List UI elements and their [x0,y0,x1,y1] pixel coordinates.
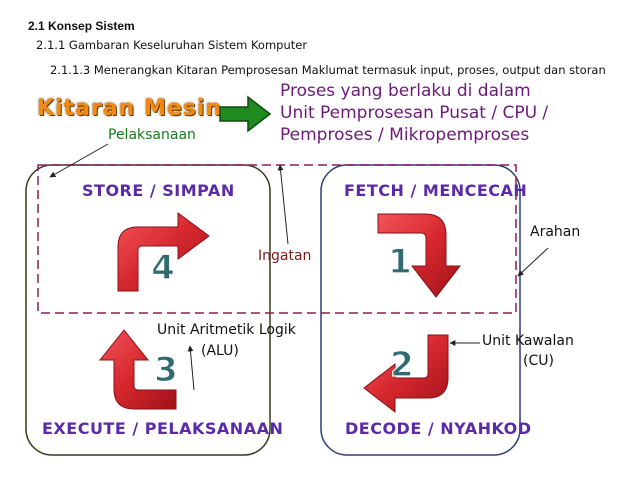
stage-label-execute: EXECUTE / PELAKSANAAN [42,419,284,438]
right-cycle-box [320,164,521,456]
description-line-1: Proses yang berlaku di dalam [280,81,531,101]
description-line-2: Unit Pemprosesan Pusat / CPU / [280,103,549,123]
section-heading: 2.1 Konsep Sistem [28,19,135,33]
diagram-title: Kitaran Mesin [37,96,223,121]
memory-dashed-box [37,164,517,314]
label-arahan: Arahan [530,224,581,240]
label-cu-name: Unit Kawalan [482,333,574,349]
stage-label-fetch: FETCH / MENCECAH [344,181,528,200]
label-pelaksanaan: Pelaksanaan [108,127,196,143]
decode-arrow-icon [363,334,449,414]
green-arrow-icon [219,95,272,133]
store-arrow-icon [117,212,210,292]
fetch-arrow-icon [377,213,462,298]
left-cycle-box [25,164,271,456]
subsection-heading: 2.1.1 Gambaran Keseluruhan Sistem Komput… [36,38,308,52]
description-line-3: Pemproses / Mikropemproses [280,125,530,145]
stage-label-decode: DECODE / NYAHKOD [345,419,532,438]
label-alu-name: Unit Aritmetik Logik [157,322,296,338]
stage-number-1: 1 [388,242,412,282]
stage-number-4: 4 [151,248,175,288]
label-ingatan: Ingatan [258,248,312,264]
stage-label-store: STORE / SIMPAN [82,181,235,200]
execute-arrow-icon [98,329,177,410]
subsection-heading-detail: 2.1.1.3 Menerangkan Kitaran Pemprosesan … [50,63,606,77]
label-cu-abbr: (CU) [523,353,554,369]
stage-number-3: 3 [154,350,178,390]
label-alu-abbr: (ALU) [201,343,239,359]
stage-number-2: 2 [390,345,414,385]
